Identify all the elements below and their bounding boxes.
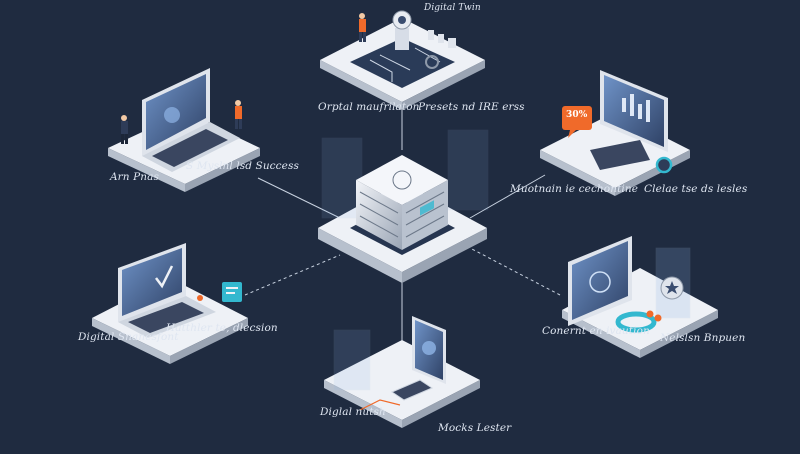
top-platform-left xyxy=(320,60,402,110)
label-left-top-b: S Myslnl lsd Success xyxy=(186,160,299,172)
person-icon xyxy=(121,115,128,144)
chat-icon xyxy=(222,282,242,302)
orange-dot-icon xyxy=(197,295,203,301)
right-bottom-node xyxy=(562,236,718,358)
center-platform-right xyxy=(402,228,487,283)
label-left-bottom-b: Hatthler te, dlecsion xyxy=(166,322,278,334)
glass-panel xyxy=(333,329,371,391)
connector-right-top xyxy=(469,174,546,219)
center-platform-left xyxy=(318,228,402,283)
laptop-icon xyxy=(118,243,216,338)
cable-line xyxy=(359,399,401,411)
orange-figure-icon xyxy=(654,314,662,322)
person-icon xyxy=(235,100,242,129)
bottom-node xyxy=(324,316,480,428)
connector-left-top xyxy=(257,177,341,219)
gear-icon xyxy=(425,55,439,69)
label-top-left: Orptal maufrilaton xyxy=(318,101,420,113)
right-top-node xyxy=(540,70,690,196)
top-platform-inset xyxy=(350,38,455,88)
connector-right-bottom xyxy=(469,247,561,296)
record-button-icon xyxy=(655,156,673,174)
bar-chart-icon xyxy=(622,94,650,122)
left-top-node xyxy=(108,68,260,192)
person-icon xyxy=(359,13,366,42)
label-top-tag: Digital Twin xyxy=(424,3,481,13)
label-right-top-badge: 30% xyxy=(566,110,588,120)
monitor-icon xyxy=(568,236,632,326)
label-right-top-b: Clelae tse ds lesles xyxy=(644,183,748,195)
glass-panel-right xyxy=(447,129,489,211)
circuit-lines xyxy=(369,47,441,82)
canister-icons xyxy=(428,30,456,48)
server-cube-icon xyxy=(356,155,448,250)
teal-ring-icon xyxy=(615,311,657,333)
label-bottom-b: Mocks Lester xyxy=(438,422,512,434)
top-node xyxy=(320,10,485,110)
laptop-icon xyxy=(142,68,240,172)
label-bottom-a: Diglal nutsh xyxy=(320,406,386,418)
label-top-right: Presets nd IRE erss xyxy=(418,101,525,113)
label-right-bottom-b: Nelslsn Bnpuen xyxy=(660,332,746,344)
speech-bubble-icon xyxy=(562,106,592,138)
connector-left-bottom xyxy=(244,254,341,296)
device-icon xyxy=(390,379,434,401)
checkmark-icon xyxy=(155,265,174,289)
tablet-icon xyxy=(412,316,446,384)
center-node xyxy=(318,129,489,283)
label-right-top-a: Muotnain ie cechontine xyxy=(510,183,639,195)
label-left-top-a: Arn Pnas xyxy=(110,171,159,183)
monitor-icon xyxy=(590,70,668,170)
star-icon xyxy=(665,281,679,294)
left-bottom-node xyxy=(92,243,248,364)
label-left-bottom-a: Digital Snanesfont xyxy=(78,331,179,343)
label-right-bottom-a: Conernt en ivaution xyxy=(542,325,650,337)
top-platform-right xyxy=(402,60,485,110)
robot-arm-icon xyxy=(392,10,412,50)
orange-figure-icon xyxy=(646,310,654,318)
